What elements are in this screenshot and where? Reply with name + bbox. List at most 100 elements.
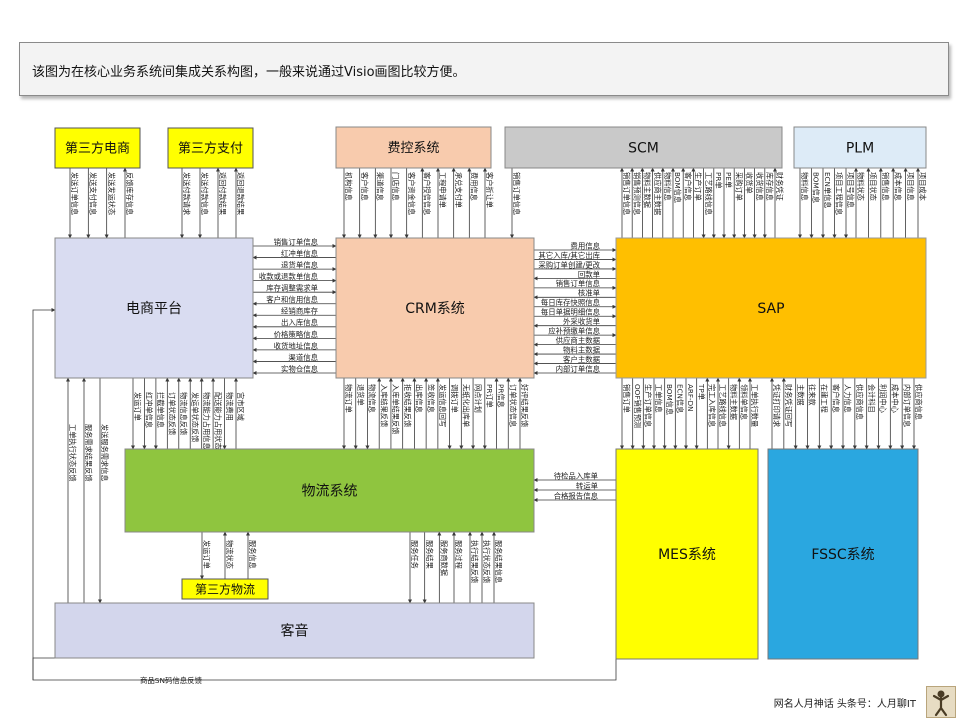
sap_scm-label: 采购订单 (734, 172, 743, 201)
connector-lines (32, 167, 920, 681)
sap_mes-label: BOM信息 (665, 384, 674, 415)
ecom_logistics-label: 宫市区域 (236, 392, 245, 421)
logistics_third-label: 发运订单 (202, 540, 211, 569)
service_logistics-label: 服务结果信息 (494, 540, 503, 583)
ecom_logistics-label: 配送能力占用状态 (213, 392, 222, 450)
third_payment-label: 发送付款请求 (182, 172, 191, 215)
expense_control-label: 客户折让单 (485, 172, 494, 208)
expense_control-label: 机构信息 (344, 172, 353, 201)
figure-icon (932, 690, 950, 717)
sap_scm-label: 财务凭证 (775, 172, 784, 201)
service_ecom-label: 服务需求结果反馈 (84, 424, 93, 482)
sap_scm-label: 物料信息 (663, 172, 672, 201)
ecom_logistics-label: 红冲单信息 (145, 392, 154, 428)
sn-feedback-label: 商品SN码信息反馈 (140, 676, 203, 685)
sap_plm-label: 项目状态 (869, 172, 878, 201)
logistics-label: 物流系统 (302, 484, 358, 500)
third_payment-label: 发送付款信息 (200, 172, 209, 215)
third_ecommerce-label: 发送支付信息 (89, 172, 98, 215)
mes-shape (615, 448, 759, 660)
crm_logistics-label: 调拨订单 (450, 384, 459, 413)
crm_sap-label: 采购订单创建/更改 (538, 260, 600, 269)
crm_sap-label: 核准单 (578, 289, 600, 298)
ecom_crm-label: 红冲单信息 (281, 249, 318, 258)
mes-box: MES系统 (615, 448, 759, 660)
sap_fssc-label: 供应商信息 (914, 384, 923, 420)
crm_sap-label: 其它入库/其它出库 (538, 251, 600, 260)
third-payment-box: 第三方支付 (167, 127, 254, 169)
expense_control-label: 客户资金信息 (407, 172, 416, 215)
sap_fssc-label: 成本中心 (891, 384, 900, 413)
crm_logistics-label: 出库信息 (415, 384, 424, 413)
crm_logistics-label: 拒收结果反馈 (403, 384, 412, 427)
ecom_logistics-label: 物流费用 (225, 392, 234, 421)
crm_sap-label: 供应商主数据 (556, 336, 601, 345)
ecom_crm-label: 收款或退款单信息 (259, 272, 318, 281)
plm_sap-label: 项目工程信息 (835, 172, 844, 215)
third_ecommerce-label: 发送订单信息 (70, 172, 79, 215)
third-payment-shape (167, 127, 254, 169)
plm-shape (793, 126, 927, 169)
expense_control-label: 门店信息 (391, 172, 400, 201)
sap_mes-label: OOF销售预测 (633, 384, 642, 428)
sap_mes-label: 工单信息 (654, 384, 663, 413)
plm_sap-label: ECN单信息 (823, 172, 832, 209)
ecom_logistics-label: 拦截单信息 (156, 392, 165, 428)
ecommerce-platform-shape (54, 237, 254, 379)
service_ecom-label: 工单执行状态反馈 (68, 424, 77, 482)
crm_logistics-label: 订单状态信息 (508, 384, 517, 427)
sap_scm-label: 客户信息 (683, 172, 692, 201)
third-ecommerce-box: 第三方电商 (54, 127, 141, 169)
ecom_crm-label: 退货单信息 (281, 260, 318, 269)
expense_control-label: 客户授信信息 (423, 172, 432, 215)
crm_sap-label: 回款单 (578, 270, 600, 279)
ecom_crm-label: 实物仓信息 (281, 364, 318, 373)
sn-feedback-arrow (32, 657, 617, 681)
sap_plm-label: 成本信息 (893, 172, 902, 201)
third_ecommerce-label: 发送发运状态 (107, 172, 116, 215)
sap_scm-label: 收货信息 (755, 172, 764, 201)
scm_sap-label: 销售订单信息 (512, 172, 521, 215)
ecom_crm-label: 收货地址信息 (274, 341, 318, 350)
customer-service-shape (54, 602, 535, 659)
expense-control-box: 费控系统 (335, 126, 492, 169)
logistics_service-label: 服务商数据 (440, 540, 449, 576)
footer-credit: 网名人月神话 头条号：人月聊IT (773, 699, 916, 710)
expense_control-label: 客户信息 (360, 172, 369, 201)
sap_plm-label: 项目信息 (906, 172, 915, 201)
crm_logistics-label: 物流订单 (344, 384, 353, 413)
crm_sap-label: 每日库存快照信息 (541, 298, 600, 307)
sap_scm-label: BOM信息 (673, 172, 682, 203)
sap_plm-label: 项目成本 (918, 172, 927, 201)
plm_sap-label: 物料信息 (800, 172, 809, 201)
sap_scm-label: 库存信息 (765, 172, 774, 201)
ecom_logistics-label: 发运单状态反馈 (190, 392, 199, 442)
sap-shape (615, 237, 927, 379)
third-logistics-box: 第三方物流 (181, 578, 269, 600)
sap_plm-label: 物料状态 (856, 172, 865, 201)
ecom_logistics-label: 物流信息反馈 (179, 392, 188, 435)
author-logo (926, 686, 956, 718)
service_ecom-label: 发送服务需求信息 (100, 424, 109, 482)
service_logistics-label: 执行状态反馈 (482, 540, 491, 583)
logistics_service-label: 服务过程 (454, 540, 463, 569)
crm_logistics-label: 网点计划 (473, 384, 482, 413)
plm-label: PLM (846, 141, 874, 157)
sap_mes-label: 领料单信息 (740, 384, 749, 420)
third-ecommerce-shape (54, 127, 141, 169)
flow-labels: 发送订单信息发送支付信息发送发运状态反馈库存信息发送付款请求发送付款信息返回付款… (68, 172, 927, 685)
ecom_logistics-label: 发运订单 (133, 392, 142, 421)
crm-label: CRM系统 (405, 301, 465, 317)
banner-text: 该图为在核心业务系统间集成关系构图，一般来说通过Visio画图比较方便。 (32, 65, 466, 80)
crm_sap-label: 内部订单信息 (556, 364, 600, 373)
scm-label: SCM (628, 141, 659, 157)
crm-box: CRM系统 (335, 237, 535, 379)
third-ecommerce-label: 第三方电商 (65, 141, 130, 157)
crm_sap-label: 外采收货单 (563, 317, 600, 326)
expense-control-shape (335, 126, 492, 169)
logistics_third-label: 物流状态 (225, 540, 234, 569)
sap_fssc-label: 内部订单信息 (902, 384, 911, 427)
sap_fssc-label: 供应商信息 (855, 384, 864, 420)
sap_scm-label: 物料主数据 (643, 172, 652, 208)
